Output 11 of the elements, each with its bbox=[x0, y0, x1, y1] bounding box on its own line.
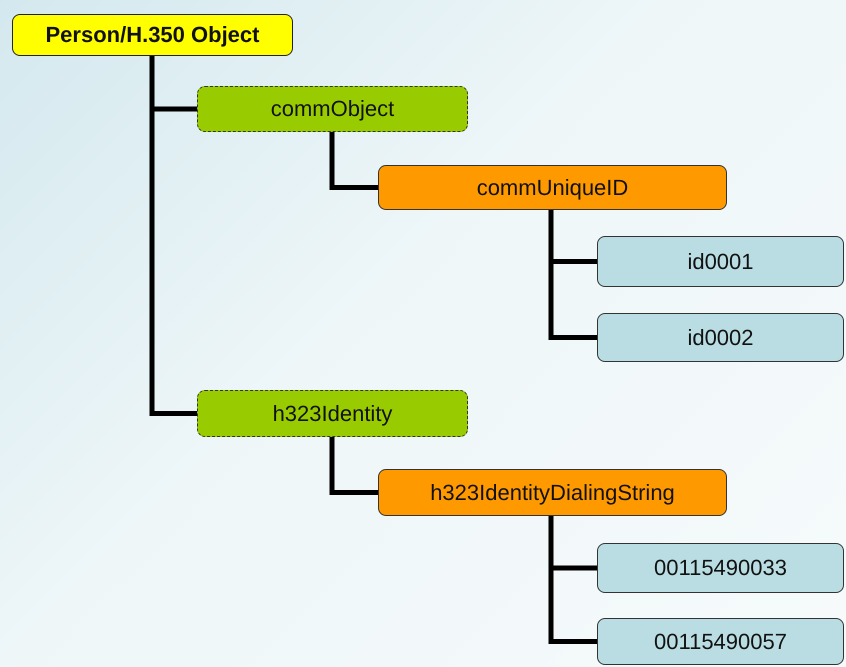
root-box: Person/H.350 Object bbox=[12, 14, 293, 56]
connector-line bbox=[330, 132, 378, 190]
value-box: id0002 bbox=[597, 313, 844, 362]
class-box: commObject bbox=[197, 86, 468, 132]
value-box: id0001 bbox=[597, 236, 844, 287]
attribute-box: h323IdentityDialingString bbox=[378, 469, 727, 516]
connector-line bbox=[330, 437, 378, 495]
value-box: 00115490033 bbox=[597, 543, 844, 593]
class-box: h323Identity bbox=[197, 390, 468, 437]
value-box: 00115490057 bbox=[597, 618, 844, 665]
attribute-box: commUniqueID bbox=[378, 165, 727, 210]
